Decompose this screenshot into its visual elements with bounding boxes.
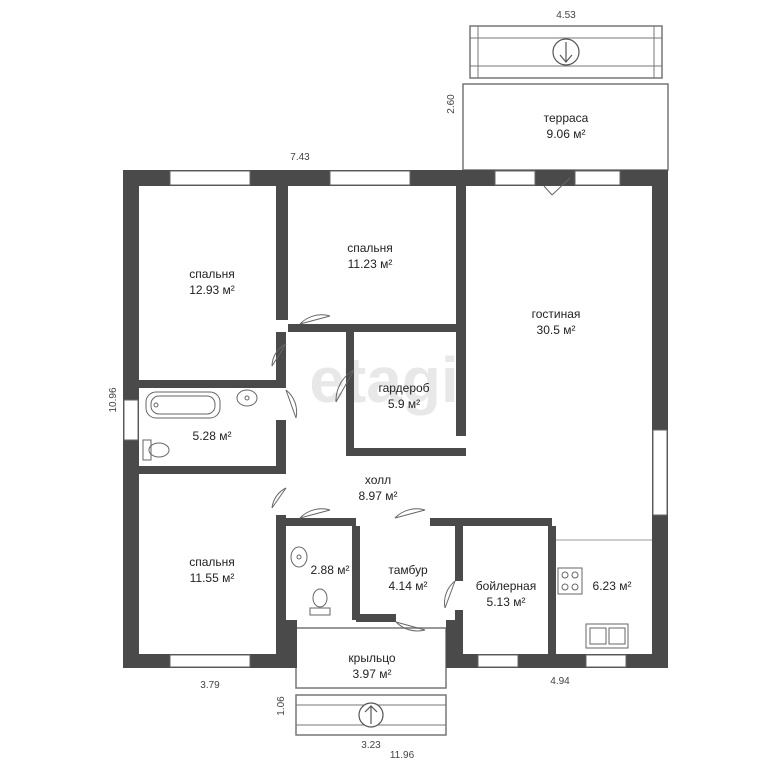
- bedroom-sw-area: 11.55 м²: [190, 571, 235, 585]
- dim-porch-width: 3.23: [361, 740, 381, 751]
- wc-area: 2.88 м²: [311, 563, 350, 577]
- toilet-icon: [142, 439, 170, 461]
- terrace: [462, 25, 669, 171]
- bedroom-n-name: спальня: [347, 241, 393, 255]
- kitchen-sink-icon: [585, 623, 629, 649]
- wardrobe-area: 5.9 м²: [388, 397, 420, 411]
- hall-area: 8.97 м²: [359, 489, 398, 503]
- porch-steps: [295, 694, 447, 736]
- living-name: гостиная: [532, 307, 581, 321]
- bedroom-nw-area: 12.93 м²: [189, 283, 235, 297]
- kitchen-area: 6.23 м²: [593, 579, 632, 593]
- terrace-area: 9.06 м²: [547, 127, 586, 141]
- dim-top-left-width: 7.43: [290, 152, 310, 163]
- porch-area: 3.97 м²: [353, 667, 392, 681]
- stove-icon: [557, 567, 583, 595]
- dim-porch-depth: 1.06: [276, 696, 287, 716]
- porch-name: крыльцо: [348, 651, 396, 665]
- vestibule-name: тамбур: [388, 563, 428, 577]
- wardrobe-name: гардероб: [378, 381, 429, 395]
- dim-terrace-width: 4.53: [556, 10, 576, 21]
- dim-left-height: 10.96: [108, 387, 119, 412]
- bedroom-nw-name: спальня: [189, 267, 235, 281]
- living-area: 30.5 м²: [537, 323, 576, 337]
- exterior-walls: [123, 170, 668, 668]
- wc-toilet-icon: [309, 588, 331, 616]
- bedroom-n-area: 11.23 м²: [348, 257, 393, 271]
- washbasin-icon: [236, 389, 258, 407]
- wc-sink-icon: [290, 546, 308, 568]
- bathtub-icon: [145, 391, 221, 419]
- room-labels: терраса 9.06 м² спальня 12.93 м² спальня…: [189, 111, 631, 681]
- terrace-name: терраса: [544, 111, 589, 125]
- dim-bottom-right-width: 4.94: [550, 676, 570, 687]
- bedroom-sw-name: спальня: [189, 555, 235, 569]
- vestibule-area: 4.14 м²: [389, 579, 428, 593]
- doors: [271, 177, 571, 632]
- dim-terrace-depth: 2.60: [446, 94, 457, 114]
- interior-walls: [139, 186, 556, 655]
- dim-total-width: 11.96: [390, 750, 415, 761]
- dimension-labels: 4.53 2.60 7.43 10.96 3.79 4.94 1.06 3.23…: [108, 10, 576, 761]
- porch: [295, 627, 447, 736]
- bathroom-area: 5.28 м²: [193, 429, 232, 443]
- dim-bottom-left-width: 3.79: [200, 680, 220, 691]
- windows: [123, 170, 668, 668]
- watermark: etagi: [309, 344, 458, 416]
- terrace-steps: [469, 25, 663, 79]
- hall-name: холл: [365, 473, 391, 487]
- boiler-name: бойлерная: [476, 579, 536, 593]
- boiler-area: 5.13 м²: [487, 595, 526, 609]
